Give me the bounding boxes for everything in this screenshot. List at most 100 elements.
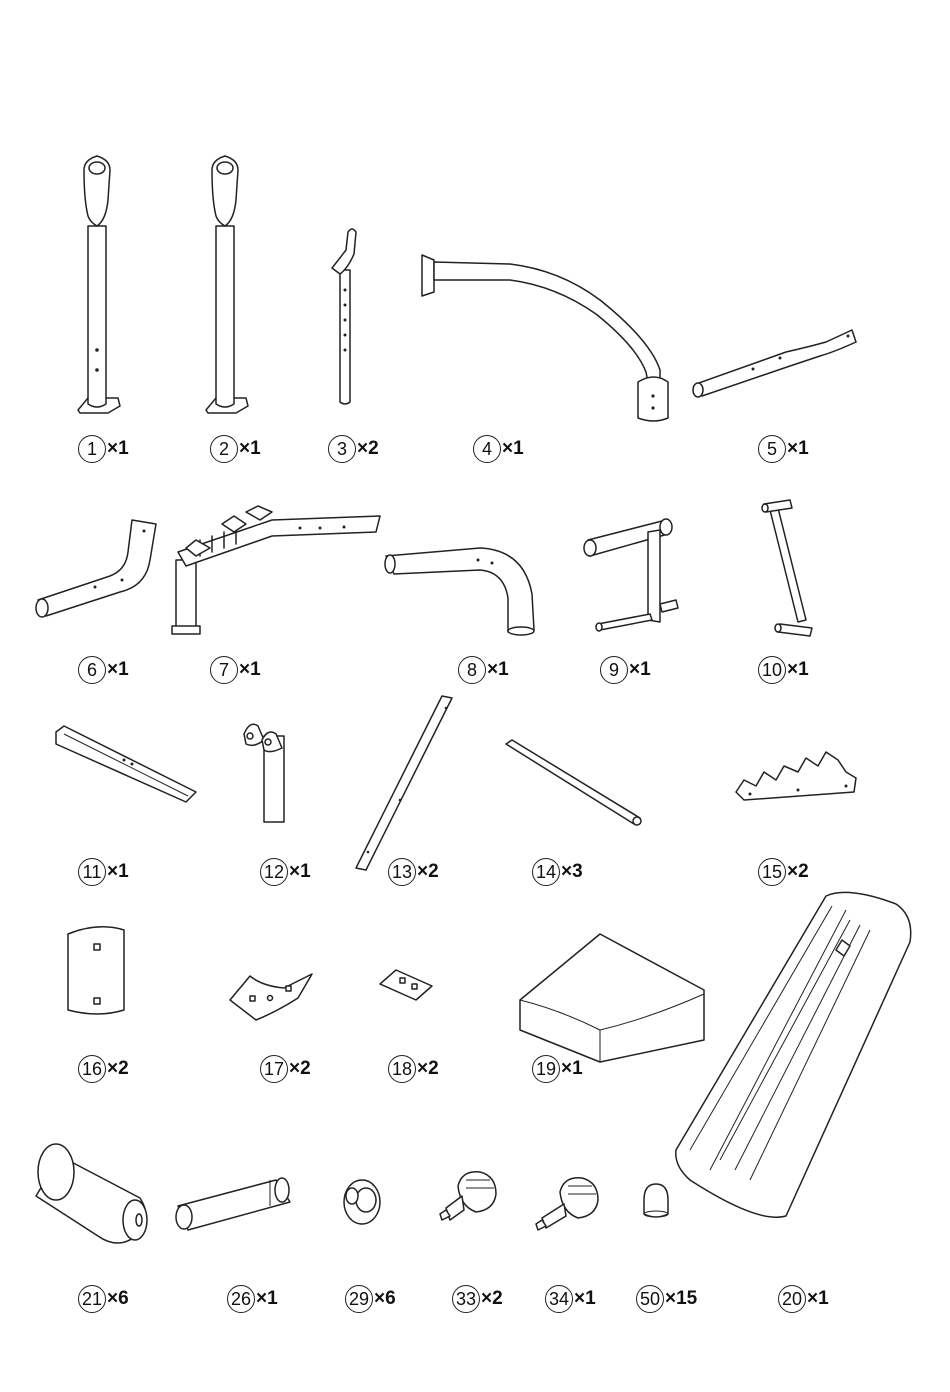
part-8-drawing [385,548,534,635]
part-20-drawing [676,892,911,1217]
part-33-label: 33 ×2 [452,1284,503,1314]
part-14-drawing [506,740,641,825]
part-number: 15 [758,858,786,886]
part-33-drawing [440,1172,496,1220]
part-quantity: ×2 [481,1288,503,1310]
part-18-label: 18 ×2 [388,1054,439,1084]
part-quantity: ×2 [357,438,379,460]
part-number: 29 [345,1285,373,1313]
part-quantity: ×1 [107,438,129,460]
part-1-drawing [78,156,120,413]
part-quantity: ×6 [374,1288,396,1310]
part-50-drawing [644,1184,668,1217]
part-12-drawing [244,724,284,822]
part-number: 8 [458,656,486,684]
part-quantity: ×1 [561,1058,583,1080]
part-26-label: 26 ×1 [227,1284,278,1314]
part-11-drawing [56,726,196,802]
part-13-label: 13 ×2 [388,857,439,887]
part-11-label: 11 ×1 [78,857,129,887]
part-number: 13 [388,858,416,886]
part-number: 10 [758,656,786,684]
part-quantity: ×2 [787,861,809,883]
part-2-drawing [206,156,248,413]
part-quantity: ×1 [239,438,261,460]
part-3-drawing [332,229,356,404]
part-26-drawing [176,1178,290,1230]
part-number: 12 [260,858,288,886]
part-19-label: 19 ×1 [532,1054,583,1084]
part-17-label: 17 ×2 [260,1054,311,1084]
part-29-label: 29 ×6 [345,1284,396,1314]
part-number: 6 [78,656,106,684]
part-2-label: 2 ×1 [210,434,261,464]
part-16-label: 16 ×2 [78,1054,129,1084]
part-number: 14 [532,858,560,886]
part-7-drawing [172,506,380,634]
part-quantity: ×3 [561,861,583,883]
part-quantity: ×1 [487,659,509,681]
part-20-label: 20 ×1 [778,1284,829,1314]
part-15-drawing [736,752,856,800]
part-4-label: 4 ×1 [473,434,524,464]
part-5-drawing [693,330,856,397]
part-number: 16 [78,1055,106,1083]
part-10-label: 10 ×1 [758,655,809,685]
part-quantity: ×15 [665,1288,697,1310]
part-7-label: 7 ×1 [210,655,261,685]
part-quantity: ×2 [417,861,439,883]
part-quantity: ×1 [629,659,651,681]
part-4-drawing [422,255,668,421]
part-number: 20 [778,1285,806,1313]
part-quantity: ×1 [107,659,129,681]
part-number: 50 [636,1285,664,1313]
part-quantity: ×1 [787,659,809,681]
part-50-label: 50 ×15 [636,1284,697,1314]
part-quantity: ×2 [417,1058,439,1080]
part-34-drawing [536,1178,598,1230]
part-number: 2 [210,435,238,463]
part-8-label: 8 ×1 [458,655,509,685]
part-1-label: 1 ×1 [78,434,129,464]
part-quantity: ×1 [787,438,809,460]
part-quantity: ×2 [289,1058,311,1080]
part-34-label: 34 ×1 [545,1284,596,1314]
part-18-drawing [380,970,432,1000]
part-quantity: ×2 [107,1058,129,1080]
part-15-label: 15 ×2 [758,857,809,887]
part-number: 11 [78,858,106,886]
part-quantity: ×1 [502,438,524,460]
part-13-drawing [356,696,452,870]
part-number: 9 [600,656,628,684]
part-29-drawing [344,1180,380,1224]
part-quantity: ×6 [107,1288,129,1310]
part-number: 33 [452,1285,480,1313]
part-number: 3 [328,435,356,463]
part-21-label: 21 ×6 [78,1284,129,1314]
part-19-drawing [520,934,704,1062]
part-number: 26 [227,1285,255,1313]
part-number: 17 [260,1055,288,1083]
part-9-drawing [584,519,678,631]
part-3-label: 3 ×2 [328,434,379,464]
part-quantity: ×1 [239,659,261,681]
part-number: 1 [78,435,106,463]
part-number: 19 [532,1055,560,1083]
part-21-drawing [36,1144,147,1243]
part-number: 7 [210,656,238,684]
part-17-drawing [230,974,312,1020]
part-quantity: ×1 [107,861,129,883]
part-6-drawing [36,520,156,617]
part-number: 5 [758,435,786,463]
part-10-drawing [762,500,812,636]
part-quantity: ×1 [289,861,311,883]
part-quantity: ×1 [807,1288,829,1310]
part-16-drawing [68,927,124,1014]
part-number: 21 [78,1285,106,1313]
part-5-label: 5 ×1 [758,434,809,464]
part-number: 34 [545,1285,573,1313]
part-number: 4 [473,435,501,463]
part-12-label: 12 ×1 [260,857,311,887]
part-quantity: ×1 [256,1288,278,1310]
part-9-label: 9 ×1 [600,655,651,685]
